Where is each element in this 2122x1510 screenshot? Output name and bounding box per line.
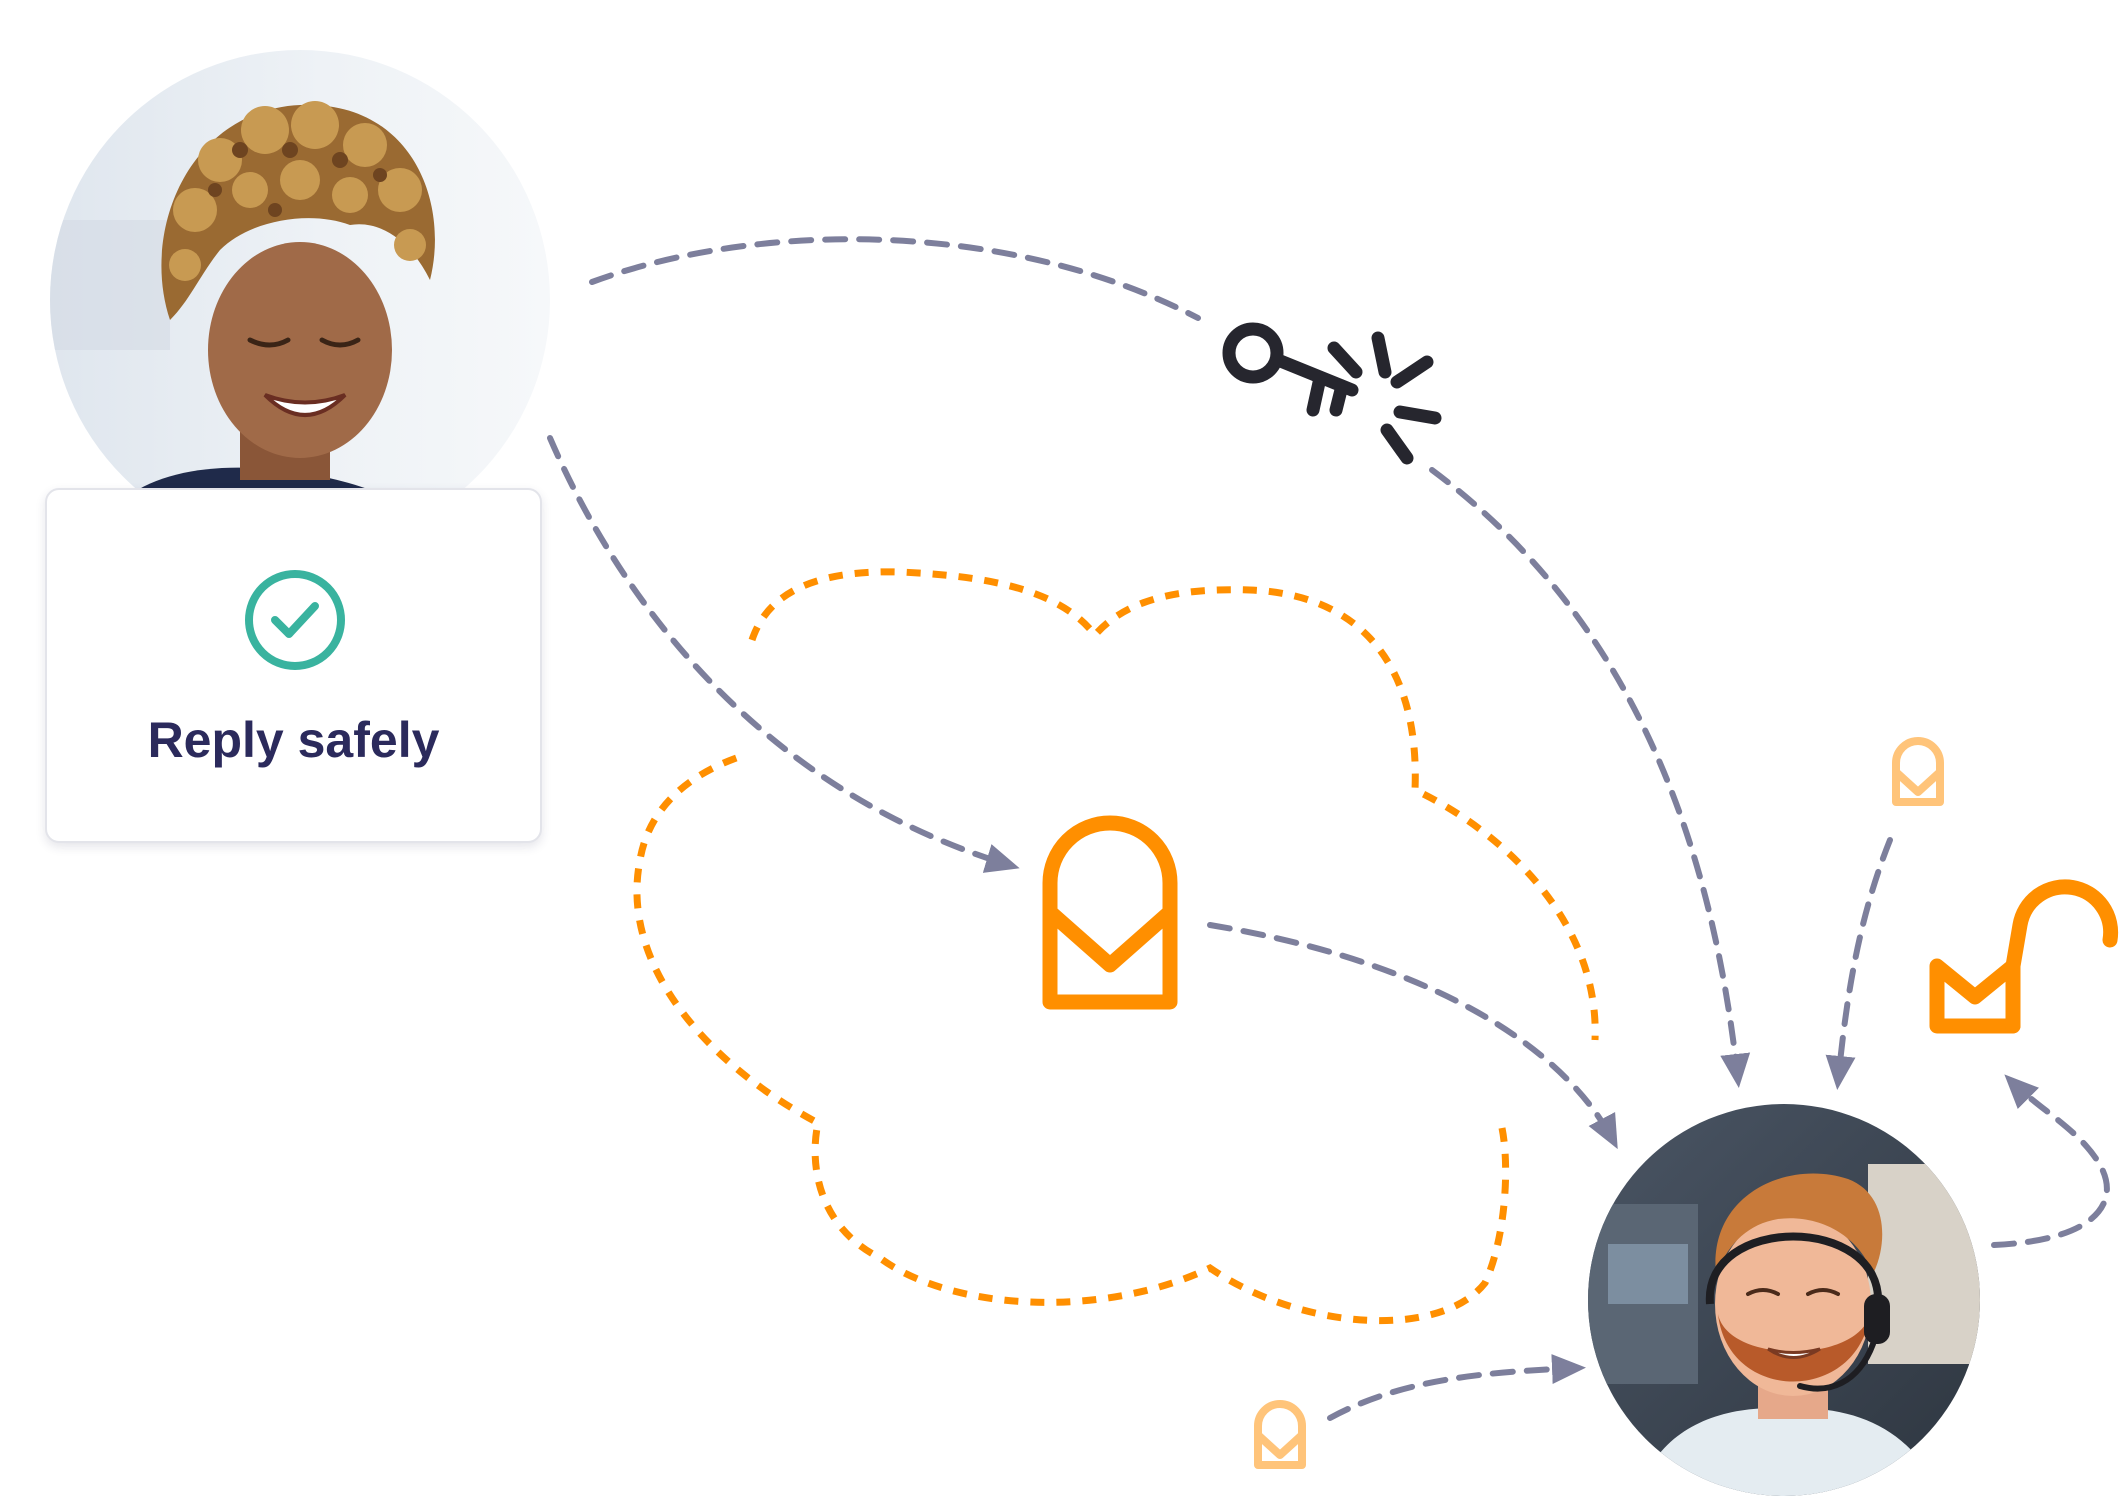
arrow-small-lock-top-to-recipient [1825,837,1893,1090]
arrow-sender-to-lock [547,435,1020,873]
arrow-small-lock-bottom-to-recipient [1327,1354,1586,1421]
man-with-headset-avatar [1588,1104,1980,1496]
key-icon [1222,322,1442,465]
arrow-recipient-to-unlocked [1991,1074,2110,1248]
arrow-lock-to-recipient [1207,922,1618,1150]
cloud-outline [633,568,1599,1325]
envelope-lock-icon-small-bottom [1254,1400,1306,1469]
reply-safely-card[interactable]: Reply safely [45,488,542,843]
unlocked-envelope-icon [1929,879,2119,1034]
check-circle-icon [245,570,345,670]
woman-smiling-avatar [50,50,550,550]
envelope-lock-icon [1042,815,1178,1010]
arrow-sender-to-key [589,236,1201,321]
envelope-lock-icon-small-top [1892,737,1944,806]
reply-safely-label: Reply safely [147,712,440,768]
arrow-key-to-recipient [1429,467,1751,1088]
